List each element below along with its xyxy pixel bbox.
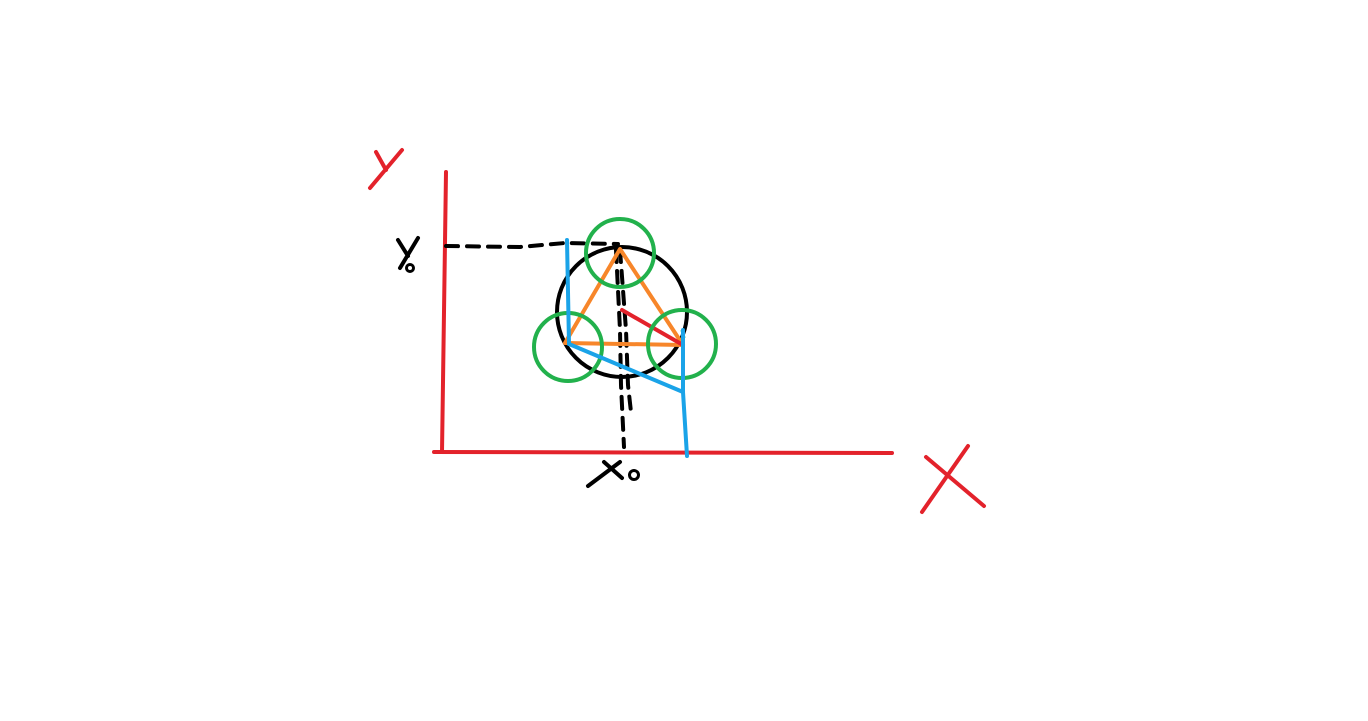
y-axis-line [440, 170, 448, 454]
svg-text:y: y [398, 239, 413, 269]
guide-lines [444, 241, 633, 449]
x-axis-line [432, 450, 894, 455]
axes [432, 170, 894, 455]
arm-diagonal [567, 342, 685, 394]
y-axis-label: y [368, 143, 404, 190]
x0-guide-line-left [614, 248, 626, 449]
svg-text:y: y [386, 143, 404, 178]
x0-subscript [628, 469, 640, 481]
wheel-top [584, 217, 656, 289]
wheel-triangle [563, 247, 685, 347]
arm-left-vertical [565, 238, 571, 346]
y0-subscript [405, 263, 415, 273]
svg-text:X: X [930, 454, 964, 512]
svg-text:x: x [596, 459, 611, 489]
y0-label: y [396, 236, 420, 273]
x-axis-label: X [920, 444, 986, 514]
x0-label: x [586, 459, 640, 489]
x0-guide-line-right [618, 248, 633, 414]
y0-guide-line [444, 241, 620, 249]
arm-lines [565, 238, 689, 458]
arm-right-vertical [681, 328, 689, 458]
